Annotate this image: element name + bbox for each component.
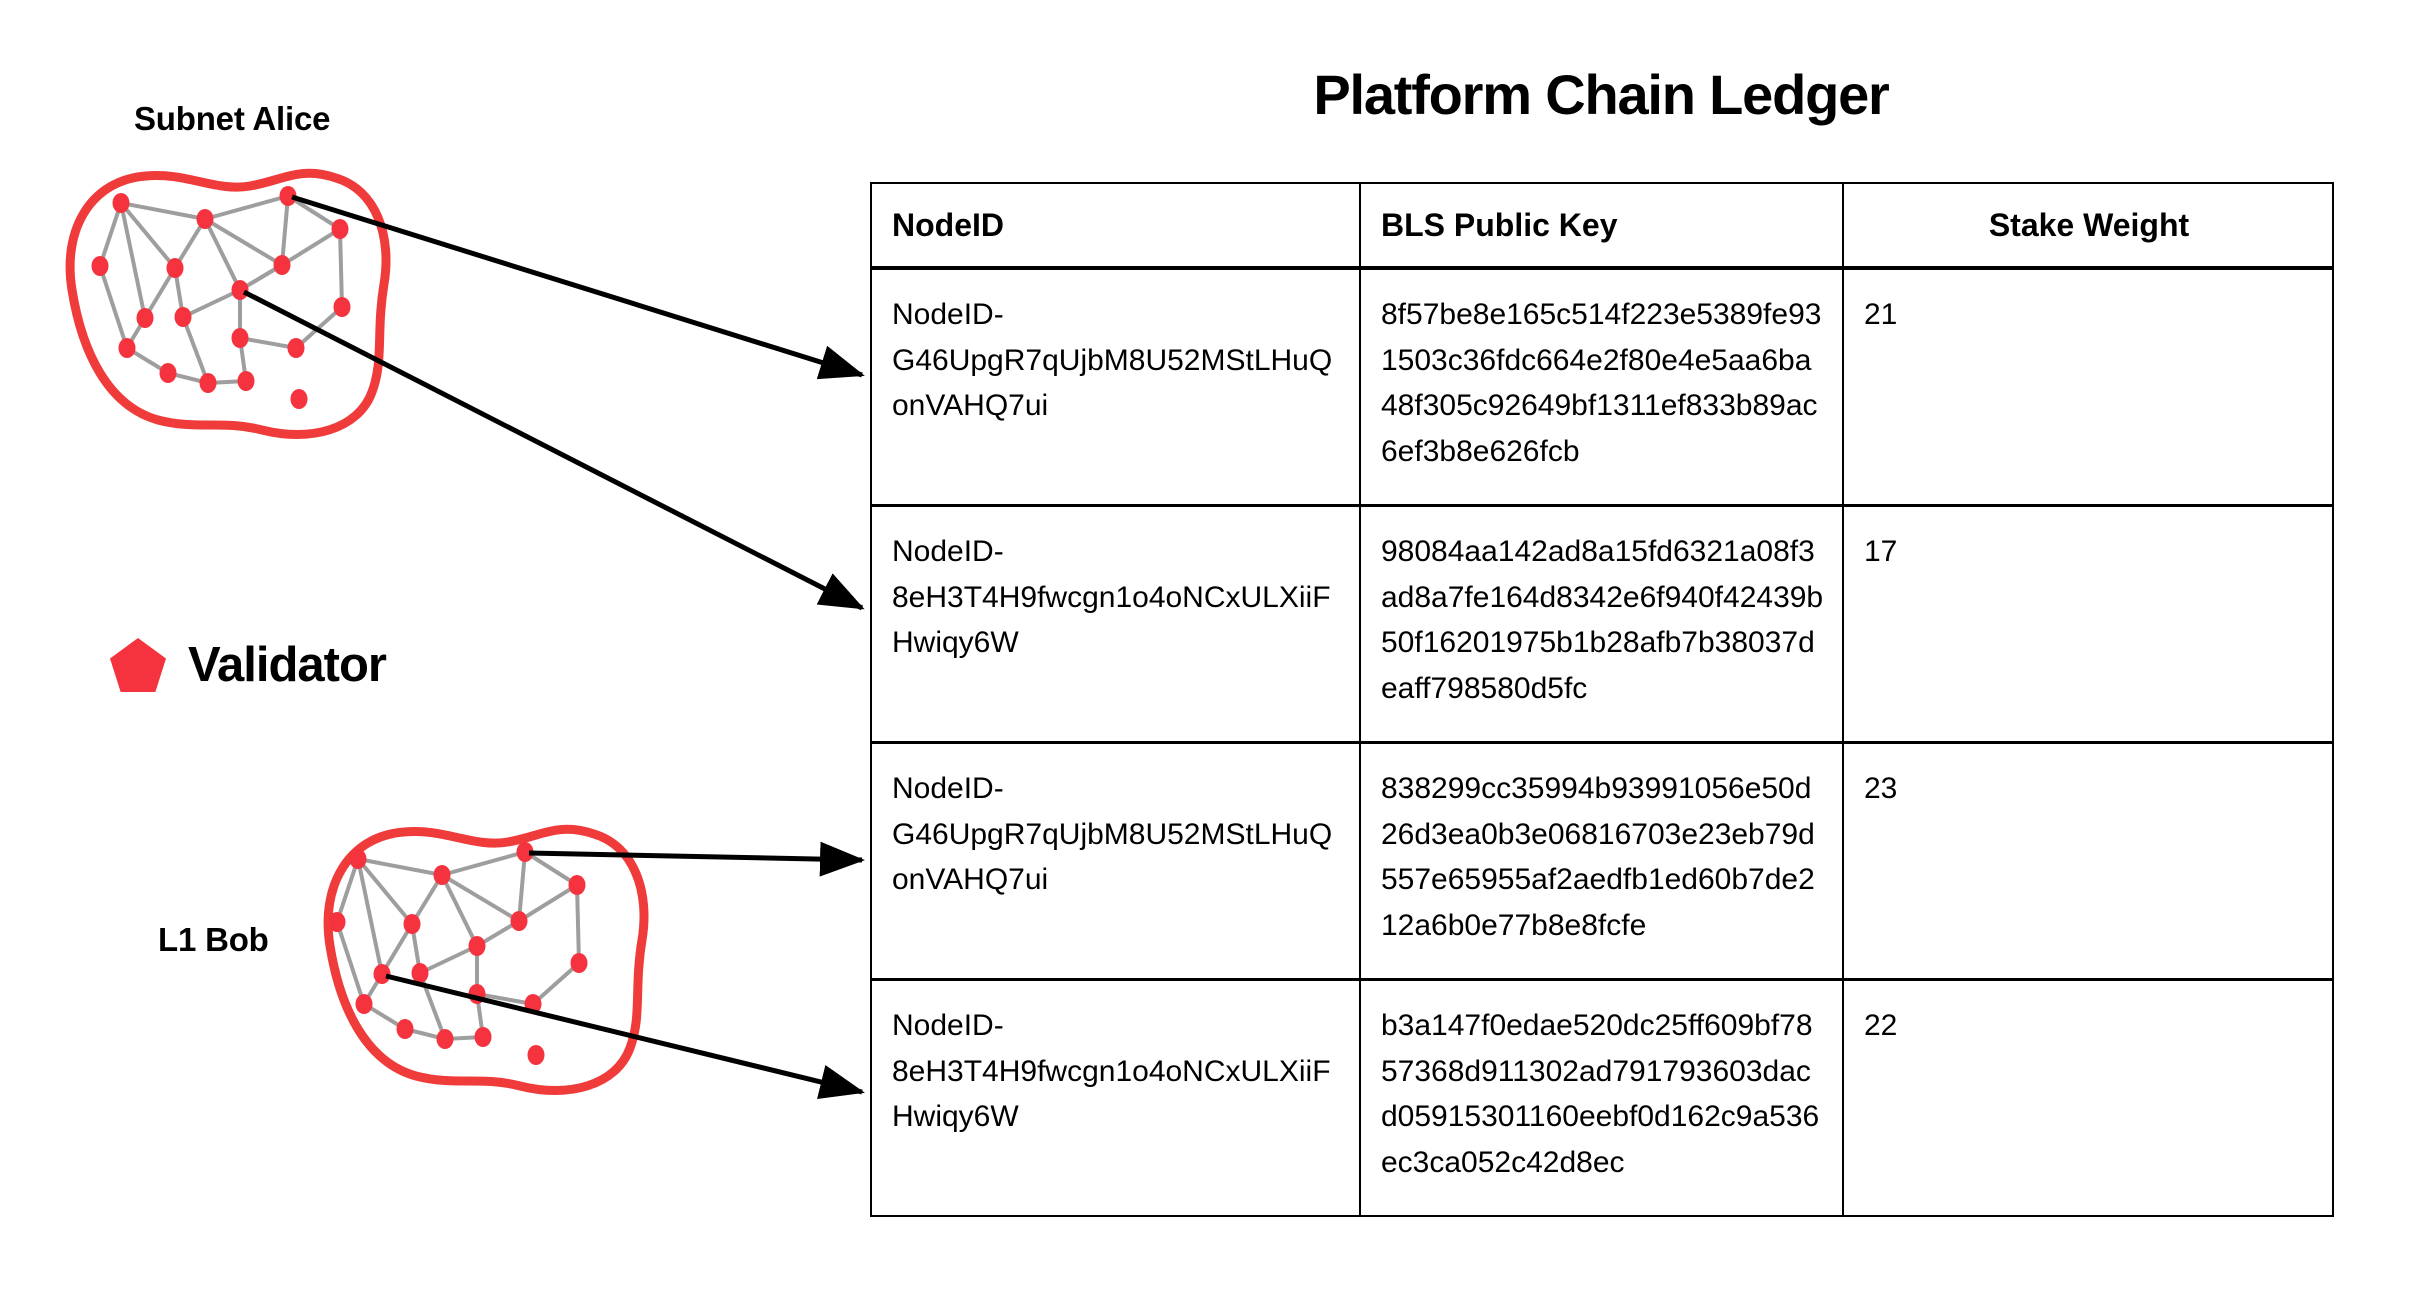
table-row: NodeID-G46UpgR7qUjbM8U52MStLHuQonVAHQ7ui… <box>870 266 2334 507</box>
validator-node <box>568 875 586 895</box>
platform-chain-ledger-table: NodeID BLS Public Key Stake Weight NodeI… <box>870 182 2334 1217</box>
arrow-bob-to-row3 <box>528 841 865 877</box>
cell-nodeid: NodeID-8eH3T4H9fwcgn1o4oNCxULXiiFHwiqy6W <box>870 504 1361 744</box>
table-header-row: NodeID BLS Public Key Stake Weight <box>870 182 2334 270</box>
validator-node <box>237 371 255 391</box>
cluster-subnet-alice <box>65 168 391 439</box>
validator-node <box>468 936 486 956</box>
validator-node <box>570 953 588 973</box>
cluster-l1-bob <box>323 824 649 1095</box>
validator-node <box>396 1019 414 1039</box>
validator-node <box>468 984 486 1004</box>
table-row: NodeID-G46UpgR7qUjbM8U52MStLHuQonVAHQ7ui… <box>870 741 2334 981</box>
validator-node <box>199 373 217 393</box>
validator-node <box>118 338 136 358</box>
validator-node <box>333 297 351 317</box>
validator-legend-label: Validator <box>188 637 387 692</box>
validator-node <box>287 338 305 358</box>
arrow-alice-to-row2 <box>242 289 865 611</box>
validator-node <box>174 307 192 327</box>
table-header: NodeID BLS Public Key Stake Weight <box>870 182 2334 270</box>
cell-stake-weight: 21 <box>1842 266 2334 507</box>
validator-node <box>510 911 528 931</box>
subnet-alice-label: Subnet Alice <box>134 100 331 137</box>
l1-bob-validator-nodes <box>328 842 588 1065</box>
validator-node <box>166 258 184 278</box>
validator-node <box>231 280 249 300</box>
validator-node <box>91 256 109 276</box>
cell-bls-public-key: 8f57be8e165c514f223e5389fe931503c36fdc66… <box>1359 266 1844 507</box>
validator-node <box>331 219 349 239</box>
validator-node <box>159 363 177 383</box>
validator-node <box>527 1045 545 1065</box>
l1-bob-label: L1 Bob <box>158 921 269 958</box>
arrow-bob-to-row4 <box>385 973 865 1100</box>
table-body: NodeID-G46UpgR7qUjbM8U52MStLHuQonVAHQ7ui… <box>870 266 2334 1217</box>
subnet-alice-edges <box>98 194 344 385</box>
cell-nodeid: NodeID-G46UpgR7qUjbM8U52MStLHuQonVAHQ7ui <box>870 741 1361 981</box>
validator-node <box>436 1029 454 1049</box>
cell-nodeid: NodeID-G46UpgR7qUjbM8U52MStLHuQonVAHQ7ui <box>870 266 1361 507</box>
cell-stake-weight: 23 <box>1842 741 2334 981</box>
arrow-alice-to-row1 <box>291 194 865 380</box>
cell-bls-public-key: b3a147f0edae520dc25ff609bf7857368d911302… <box>1359 978 1844 1217</box>
validator-node <box>231 328 249 348</box>
l1-bob-edges <box>335 850 581 1041</box>
validator-node <box>279 186 297 206</box>
table-row: NodeID-8eH3T4H9fwcgn1o4oNCxULXiiFHwiqy6W… <box>870 978 2334 1217</box>
subnet-alice-validator-nodes <box>91 186 351 409</box>
validator-node <box>433 865 451 885</box>
table-row: NodeID-8eH3T4H9fwcgn1o4oNCxULXiiFHwiqy6W… <box>870 504 2334 744</box>
l1-bob-blob-outline <box>323 824 649 1095</box>
column-header-stake-weight: Stake Weight <box>1842 182 2334 270</box>
validator-node <box>403 914 421 934</box>
cell-bls-public-key: 838299cc35994b93991056e50d26d3ea0b3e0681… <box>1359 741 1844 981</box>
page-title: Platform Chain Ledger <box>1313 63 1890 126</box>
validator-node <box>355 994 373 1014</box>
cell-bls-public-key: 98084aa142ad8a15fd6321a08f3ad8a7fe164d83… <box>1359 504 1844 744</box>
cell-stake-weight: 17 <box>1842 504 2334 744</box>
validator-legend: Validator <box>110 637 387 692</box>
validator-node <box>328 912 346 932</box>
validator-node <box>516 842 534 862</box>
validator-node <box>196 209 214 229</box>
validator-node <box>474 1027 492 1047</box>
validator-node <box>411 963 429 983</box>
validator-node <box>290 389 308 409</box>
pentagon-icon <box>110 638 166 692</box>
validator-node <box>373 964 391 984</box>
validator-node <box>112 193 130 213</box>
column-header-nodeid: NodeID <box>870 182 1361 270</box>
column-header-bls-public-key: BLS Public Key <box>1359 182 1844 270</box>
validator-node <box>349 849 367 869</box>
validator-node <box>273 255 291 275</box>
cell-stake-weight: 22 <box>1842 978 2334 1217</box>
cell-nodeid: NodeID-8eH3T4H9fwcgn1o4oNCxULXiiFHwiqy6W <box>870 978 1361 1217</box>
subnet-alice-blob-outline <box>65 168 391 439</box>
validator-node <box>524 994 542 1014</box>
validator-node <box>136 308 154 328</box>
